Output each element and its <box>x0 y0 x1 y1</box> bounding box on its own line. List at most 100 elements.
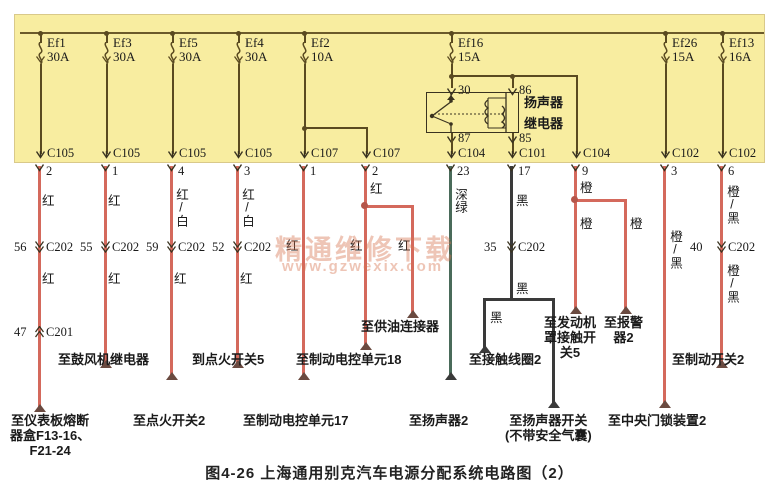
pin-number: 2 <box>46 164 53 178</box>
destination-label: 至点火开关2 <box>133 413 206 428</box>
connector-arrow <box>660 147 671 159</box>
fuse-lead-top <box>106 33 108 43</box>
relay-feed-horizontal <box>451 75 514 77</box>
wire-terminator <box>232 360 244 368</box>
fuse-label-ef2: Ef2 10A <box>311 36 333 63</box>
current-arrow <box>299 52 310 64</box>
wire-color-label: 红 <box>108 194 121 208</box>
wire-branch-7 <box>449 166 452 378</box>
connector-arrow <box>507 147 518 159</box>
wire-color-label: 橙/黑 <box>725 264 739 303</box>
fuse-lead-bottom <box>665 64 667 154</box>
wire-splice-dot <box>571 196 578 203</box>
connector-arrow <box>717 147 728 159</box>
relay-internal-schematic <box>429 92 507 133</box>
wire-branch-6-horizontal <box>364 205 414 208</box>
relay-terminal-number-30: 30 <box>458 83 471 97</box>
mid-connector-name: C202 <box>244 240 272 254</box>
wire-color-label: 橙 <box>580 217 593 231</box>
fuse-label-ef3: Ef3 30A <box>113 36 135 63</box>
wire-terminator <box>166 372 178 380</box>
wire-branch-5 <box>302 166 305 378</box>
relay-right-tap-horizontal <box>512 75 578 77</box>
destination-label: 至制动电控单元17 <box>243 413 349 428</box>
fuse-label-ef4: Ef4 30A <box>245 36 267 63</box>
relay-lead-85 <box>512 133 514 154</box>
fuse-lead-bottom <box>40 64 42 154</box>
destination-line-2: (不带安全气囊) <box>505 428 592 443</box>
second-connector-name: C201 <box>46 325 74 339</box>
branch-destination-label: 至接触线圈2 <box>469 352 542 367</box>
branch-destination-line-1: 至报警 <box>604 315 644 330</box>
connector-arrow <box>299 147 310 159</box>
mid-connector-pin: 59 <box>146 240 159 254</box>
mid-connector-arrow <box>100 240 111 254</box>
relay-lead-87-lower <box>451 140 453 154</box>
mid-connector-arrow <box>506 240 517 254</box>
pin-arrow <box>298 160 309 172</box>
fuse-lead-top <box>238 33 240 43</box>
destination-label: 到点火开关5 <box>192 352 265 367</box>
pin-arrow <box>360 160 371 172</box>
connector-label-c105: C105 <box>47 146 75 160</box>
wire-branch-6 <box>364 166 367 348</box>
wire-color-label: 红 <box>370 182 383 196</box>
wire-color-label: 红 <box>42 272 55 286</box>
relay-terminal-number-85: 85 <box>519 131 532 145</box>
wire-color-label: 橙 <box>580 181 593 195</box>
pin-number: 4 <box>178 164 185 178</box>
pin-number: 23 <box>457 164 470 178</box>
speaker-relay-body <box>426 92 519 133</box>
fuse-rating: 30A <box>47 48 70 64</box>
relay-right-tap-vertical <box>576 75 578 154</box>
wire-branch-6-stub <box>411 205 414 315</box>
current-arrow <box>167 52 178 64</box>
pin-arrow <box>232 160 243 172</box>
wire-terminator <box>360 342 372 350</box>
second-connector-pin: 47 <box>14 325 27 339</box>
current-arrow <box>446 52 457 64</box>
destination-label: 至仪表板熔断 器盒F13-16、 F21-24 <box>10 413 90 458</box>
fuse-rating: 15A <box>458 48 481 64</box>
wire-branch-2 <box>104 166 107 366</box>
mid-connector-pin: 35 <box>484 240 497 254</box>
pin-arrow <box>659 160 670 172</box>
wire-color-label: 红 <box>240 272 253 286</box>
destination-label: 至扬声器开关 (不带安全气囊) <box>505 413 592 443</box>
relay-feed-junction-dot <box>449 74 454 79</box>
fuse-id: Ef4 <box>245 35 264 50</box>
mid-connector-arrow <box>716 240 727 254</box>
pin-arrow <box>100 160 111 172</box>
fuse-branch-vertical <box>366 127 368 154</box>
fuse-lead-bottom <box>304 64 306 154</box>
wire-color-label: 橙/黑 <box>668 230 682 269</box>
fuse-id: Ef2 <box>311 35 330 50</box>
pin-arrow <box>445 160 456 172</box>
wire-color-label: 红 <box>350 239 363 253</box>
fuse-id: Ef3 <box>113 35 132 50</box>
fuse-lead-bottom <box>451 64 453 76</box>
wire-color-label: 红 <box>286 239 299 253</box>
mid-connector-name: C202 <box>728 240 756 254</box>
relay-tap-junction-dot <box>510 74 515 79</box>
fuse-rating: 30A <box>113 48 136 64</box>
fuse-label-ef1: Ef1 30A <box>47 36 69 63</box>
wire-terminator <box>659 400 671 408</box>
destination-line-1: 至仪表板熔断 <box>11 413 90 428</box>
connector-arrow <box>233 147 244 159</box>
fuse-rating: 30A <box>179 48 202 64</box>
mid-connector-name: C202 <box>518 240 546 254</box>
fuse-rating: 10A <box>311 48 334 64</box>
wire-splice-dot <box>361 202 368 209</box>
connector-label-c104: C104 <box>583 146 611 160</box>
fuse-lead-bottom <box>172 64 174 154</box>
connector-arrow <box>167 147 178 159</box>
fuse-rating: 30A <box>245 48 268 64</box>
destination-line-3: 关5 <box>559 345 581 360</box>
current-arrow <box>660 52 671 64</box>
wire-color-label: 橙/黑 <box>725 185 739 224</box>
wire-terminator <box>620 306 632 314</box>
pin-arrow <box>166 160 177 172</box>
pin-number: 3 <box>244 164 251 178</box>
